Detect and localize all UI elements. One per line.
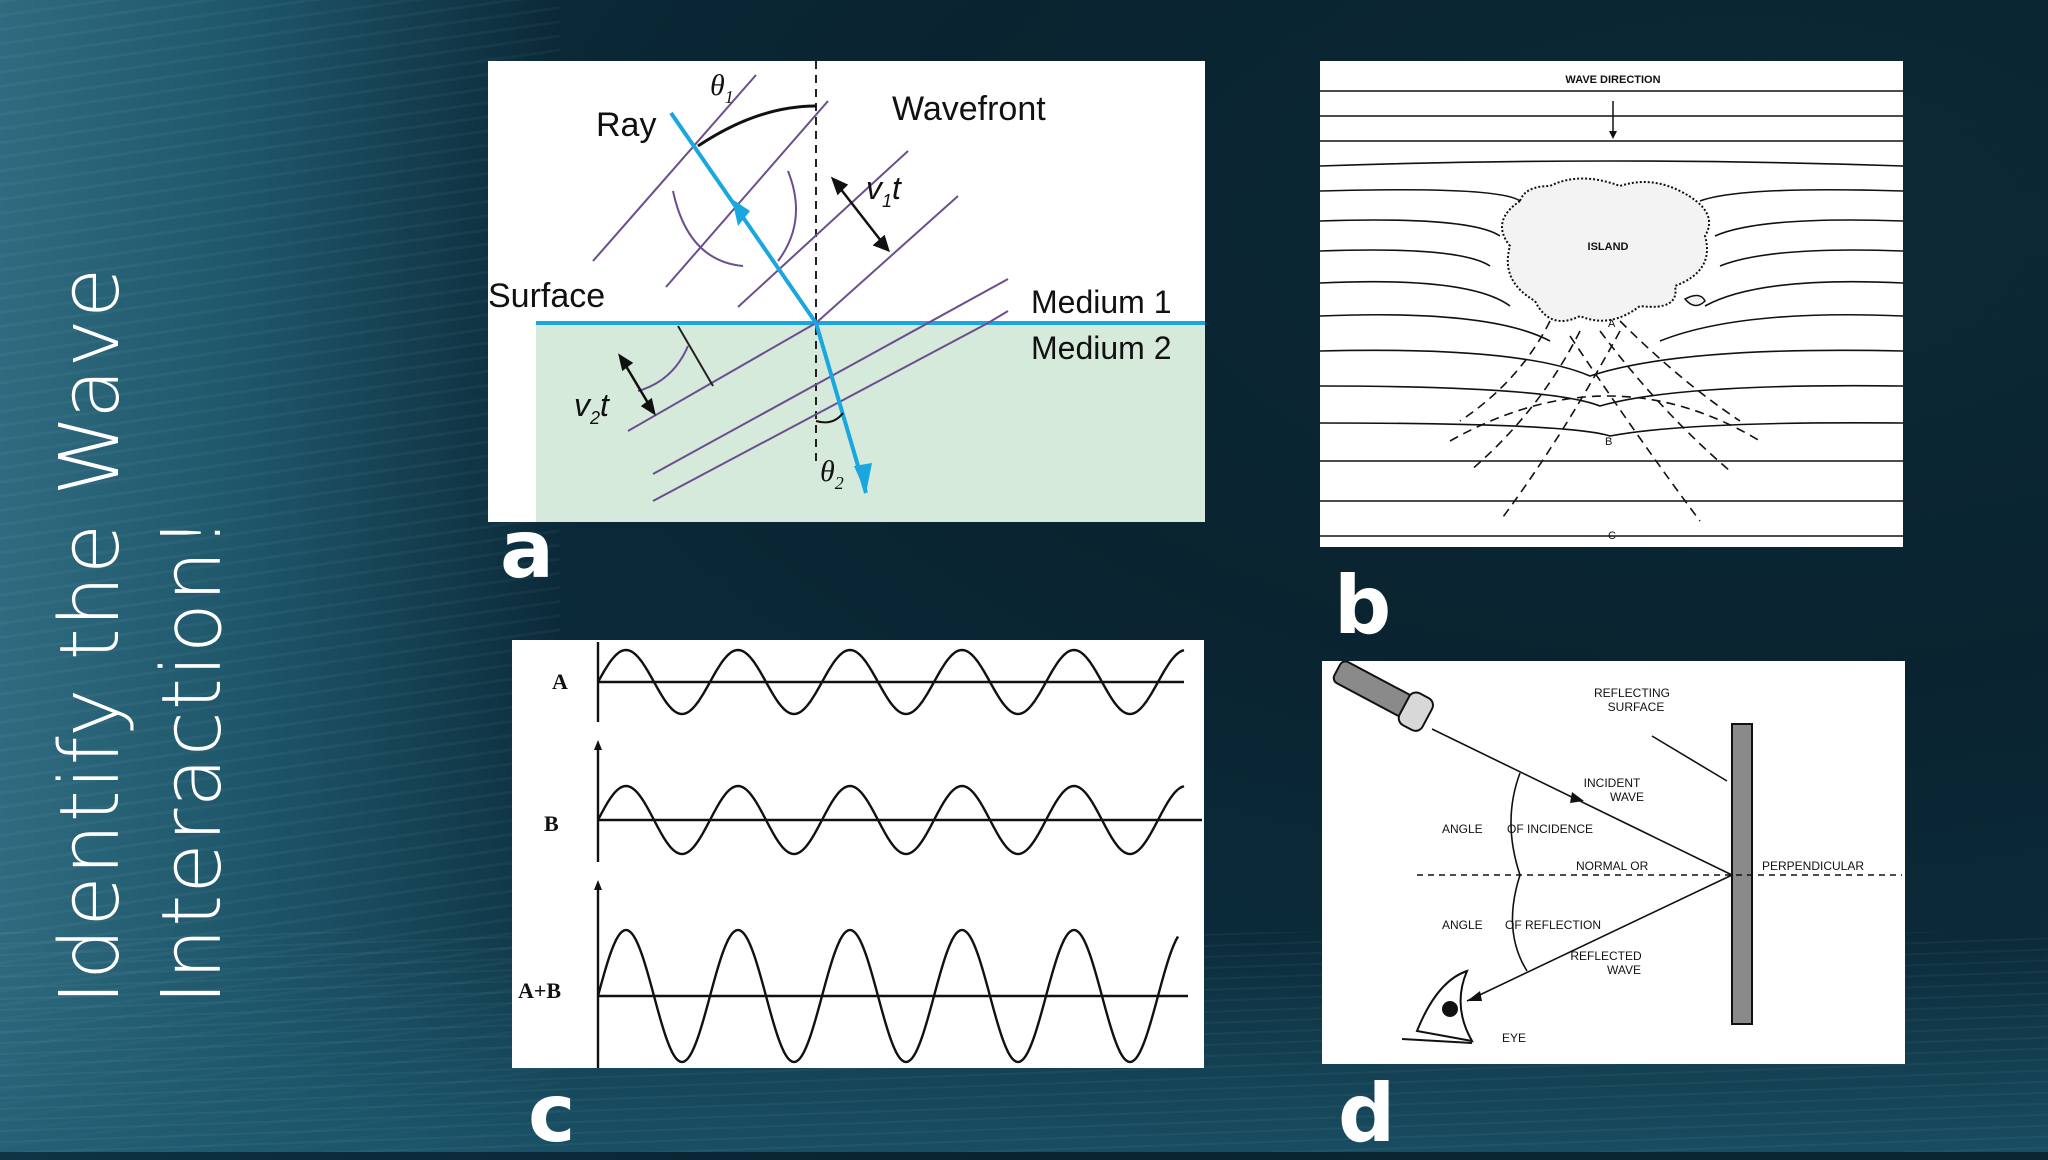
normal-or-label: NORMAL OR [1576, 859, 1649, 873]
angle-arc-2 [777, 170, 797, 262]
ray-arrow-2 [854, 463, 872, 493]
surface-label: Surface [488, 277, 605, 315]
wavefront-4 [627, 322, 817, 432]
theta2-sub: 2 [835, 473, 844, 493]
diffraction-diagram: WAVE DIRECTION ISLAND A B C [1320, 74, 1903, 542]
reflected-ray [1466, 874, 1733, 1002]
wavefronts [592, 74, 1009, 502]
angle-arc-3 [637, 345, 689, 392]
point-b-label: B [1605, 436, 1612, 448]
perpendicular-label: PERPENDICULAR [1762, 859, 1864, 873]
svg-text:θ1: θ1 [710, 69, 734, 107]
wavefront-8b [987, 310, 1009, 324]
wave-b-label: B [544, 811, 559, 836]
panel-c-interference: A B A+B [512, 640, 1204, 1068]
point-a-label: A [1608, 318, 1616, 330]
incident-arrow [1570, 792, 1584, 803]
wavefront-5 [815, 195, 959, 324]
wavefront-7 [867, 278, 1009, 357]
reflection-diagram: REFLECTING SURFACE INCIDENT WAVE ANGLE O… [1332, 661, 1902, 1045]
reflected-arrow [1467, 991, 1482, 1001]
point-c-label: C [1608, 530, 1616, 542]
theta1-sub: 1 [725, 87, 734, 107]
reflecting-surface [1731, 723, 1753, 1025]
diffracted-waves [1449, 320, 1761, 522]
wavefront-label: Wavefront [892, 90, 1046, 128]
v1t-t: t [892, 170, 902, 206]
wavefront-3 [737, 150, 909, 308]
island-label: ISLAND [1588, 241, 1629, 253]
incidence-label-2: OF INCIDENCE [1507, 822, 1593, 836]
reflecting-label-1: REFLECTING [1594, 686, 1670, 700]
v1t-arrow [830, 176, 890, 253]
svg-text:θ2: θ2 [820, 455, 844, 493]
title-line-2: Interaction! [145, 515, 240, 1005]
refraction-diagram: Ray θ1 Wavefront v1t Surface Medium 1 Me… [488, 61, 1205, 522]
medium-1-label: Medium 1 [1031, 284, 1172, 320]
reflecting-label-2: SURFACE [1608, 700, 1665, 714]
ray-label: Ray [596, 106, 656, 144]
eye-label: EYE [1502, 1031, 1526, 1045]
wave-direction-label: WAVE DIRECTION [1565, 74, 1660, 86]
panel-b-letter: b [1334, 559, 1392, 652]
title-line-1: Identify the Wave [43, 266, 138, 1005]
v2t-sub: 2 [589, 408, 600, 428]
axis-b-arrow [594, 740, 602, 750]
panel-d-reflection: REFLECTING SURFACE INCIDENT WAVE ANGLE O… [1322, 661, 1905, 1064]
panel-a-refraction: Ray θ1 Wavefront v1t Surface Medium 1 Me… [488, 61, 1205, 522]
angle-arc-1 [672, 190, 744, 267]
reflected-label-2: WAVE [1607, 963, 1641, 977]
island-shape [1501, 177, 1710, 322]
panel-b-diffraction: WAVE DIRECTION ISLAND A B C [1320, 61, 1903, 547]
v2t-guide [677, 325, 714, 387]
wavefront-2 [665, 100, 829, 288]
panel-c-letter: c [528, 1067, 576, 1160]
v2t-t: t [600, 387, 610, 423]
flashlight-icon [1332, 661, 1434, 732]
medium-2-label: Medium 2 [1031, 330, 1172, 366]
incident-label-2: WAVE [1610, 790, 1644, 804]
panel-a-letter: a [500, 503, 554, 596]
svg-text:v2t: v2t [574, 387, 610, 428]
eye-icon [1401, 969, 1474, 1044]
panel-d-letter: d [1338, 1067, 1396, 1160]
reflected-label-1: REFLECTED [1570, 949, 1642, 963]
axis-ab-arrow [594, 880, 602, 890]
wavefront-8 [652, 322, 989, 502]
slide-title: Identify the Wave Interaction! [40, 195, 250, 1005]
medium-2-region [536, 323, 1205, 522]
svg-text:v1t: v1t [866, 170, 902, 211]
theta1-label: θ [710, 69, 725, 102]
v2t-v: v [574, 387, 592, 423]
direction-arrow-head [1609, 131, 1617, 139]
ray-arrow-1 [732, 199, 750, 226]
v1t-sub: 1 [882, 191, 892, 211]
wave-ab-label: A+B [518, 978, 561, 1003]
islet-shape [1683, 294, 1706, 307]
incident-ray [1431, 728, 1733, 876]
theta1-arc [697, 104, 817, 148]
ray [669, 111, 872, 494]
v1t-v: v [866, 170, 884, 206]
incidence-arc [1510, 772, 1521, 876]
wave-a-label: A [552, 669, 568, 694]
incidence-label-1: ANGLE [1442, 822, 1483, 836]
wave-lines [1320, 90, 1903, 537]
surface-pointer [1651, 735, 1728, 782]
reflection-label-1: ANGLE [1442, 918, 1483, 932]
v2t-arrow [618, 353, 656, 416]
wave-ab [596, 928, 1180, 1064]
wave-a [596, 648, 1185, 716]
wavefront-1 [592, 74, 757, 262]
interference-diagram: A B A+B [518, 642, 1202, 1068]
reflection-label-2: OF REFLECTION [1505, 918, 1601, 932]
theta2-label: θ [820, 455, 835, 488]
incident-label-1: INCIDENT [1584, 776, 1641, 790]
wave-b [596, 784, 1185, 856]
theta2-arc [815, 412, 844, 424]
reflection-arc [1511, 874, 1528, 972]
